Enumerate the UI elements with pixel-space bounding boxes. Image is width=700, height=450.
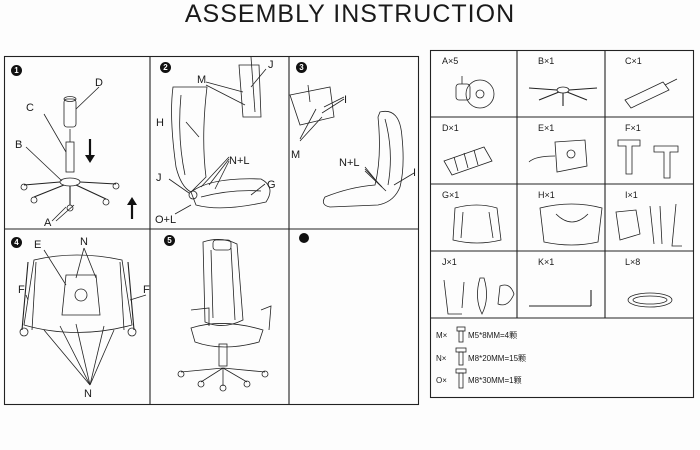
bolt-m5-icon bbox=[456, 326, 466, 343]
washer-icon bbox=[627, 292, 673, 308]
step-2-back-seat-icon bbox=[168, 56, 271, 215]
hardware-spec-m: M5*8MM=4颗 bbox=[468, 331, 518, 340]
part-label-f: F×1 bbox=[625, 123, 641, 133]
step-5-finished-chair-icon bbox=[177, 239, 272, 392]
hardware-spec-o: M8*30MM=1颗 bbox=[468, 376, 522, 385]
bolt-m8-20-icon bbox=[455, 347, 467, 366]
step-4-label-n-top: N bbox=[80, 236, 88, 248]
cylinder-cover-icon bbox=[443, 146, 493, 176]
part-label-l: L×8 bbox=[625, 257, 641, 267]
part-label-c: C×1 bbox=[625, 56, 642, 66]
step-2-label-n-l: N+L bbox=[229, 155, 250, 167]
bolt-m8-30-icon bbox=[455, 368, 467, 389]
hardware-code-n: N× bbox=[436, 354, 447, 363]
allen-key-icon bbox=[529, 290, 592, 307]
step-4-label-f-left: F bbox=[18, 284, 25, 296]
gas-lift-cylinder-icon bbox=[624, 78, 678, 109]
step-4-number: 4 bbox=[11, 237, 22, 248]
step-1-label-d: D bbox=[95, 77, 103, 89]
step-4-label-n-bottom: N bbox=[84, 388, 92, 400]
part-label-a: A×5 bbox=[442, 56, 459, 66]
step-4-label-f-right: F bbox=[143, 284, 150, 296]
step-4-armrest-icon bbox=[19, 247, 147, 386]
hardware-code-m: M× bbox=[436, 331, 448, 340]
step-3-number: 3 bbox=[296, 62, 307, 73]
step-1-label-b: B bbox=[15, 139, 23, 151]
step-2-label-o-l: O+L bbox=[155, 214, 177, 226]
step-3-label-m: M bbox=[291, 149, 301, 161]
step-6-dot-icon bbox=[299, 233, 309, 243]
part-label-g: G×1 bbox=[442, 190, 460, 200]
part-label-i: I×1 bbox=[625, 190, 638, 200]
page-title: ASSEMBLY INSTRUCTION bbox=[184, 0, 516, 28]
step-2-label-h: H bbox=[156, 117, 164, 129]
part-label-k: K×1 bbox=[538, 257, 555, 267]
part-label-h: H×1 bbox=[538, 190, 555, 200]
side-cover-icon bbox=[443, 277, 515, 315]
step-2-label-g: G bbox=[267, 179, 276, 191]
step-4-label-e: E bbox=[34, 239, 42, 251]
backrest-icon bbox=[539, 203, 603, 246]
step-2-number: 2 bbox=[160, 62, 171, 73]
step-1-number: 1 bbox=[11, 65, 22, 76]
step-3-label-n-l: N+L bbox=[339, 157, 360, 169]
step-1-label-a: A bbox=[44, 217, 52, 229]
hardware-spec-n: M8*20MM=15颗 bbox=[468, 354, 527, 363]
part-label-d: D×1 bbox=[442, 123, 459, 133]
five-star-base-icon bbox=[528, 86, 598, 106]
part-label-b: B×1 bbox=[538, 56, 555, 66]
step-2-label-m: M bbox=[197, 74, 207, 86]
seat-mechanism-icon bbox=[528, 139, 588, 173]
step-3-label-i-top: I bbox=[344, 94, 348, 106]
hardware-code-o: O× bbox=[436, 376, 447, 385]
step-2-label-j: J bbox=[156, 172, 162, 184]
seat-cushion-icon bbox=[452, 204, 502, 244]
caster-wheel-icon bbox=[455, 76, 495, 109]
step-1-label-c: C bbox=[26, 102, 34, 114]
step-3-label-i: I bbox=[413, 167, 417, 179]
part-label-j: J×1 bbox=[442, 257, 457, 267]
armrest-pair-icon bbox=[617, 139, 679, 179]
step-5-number: 5 bbox=[164, 235, 175, 246]
step-1-base-assembly-icon bbox=[20, 86, 137, 222]
back-bracket-icon bbox=[615, 203, 682, 247]
step-2-label-j-top: J bbox=[268, 59, 274, 71]
step-3-bracket-icon bbox=[289, 84, 415, 208]
part-label-e: E×1 bbox=[538, 123, 555, 133]
